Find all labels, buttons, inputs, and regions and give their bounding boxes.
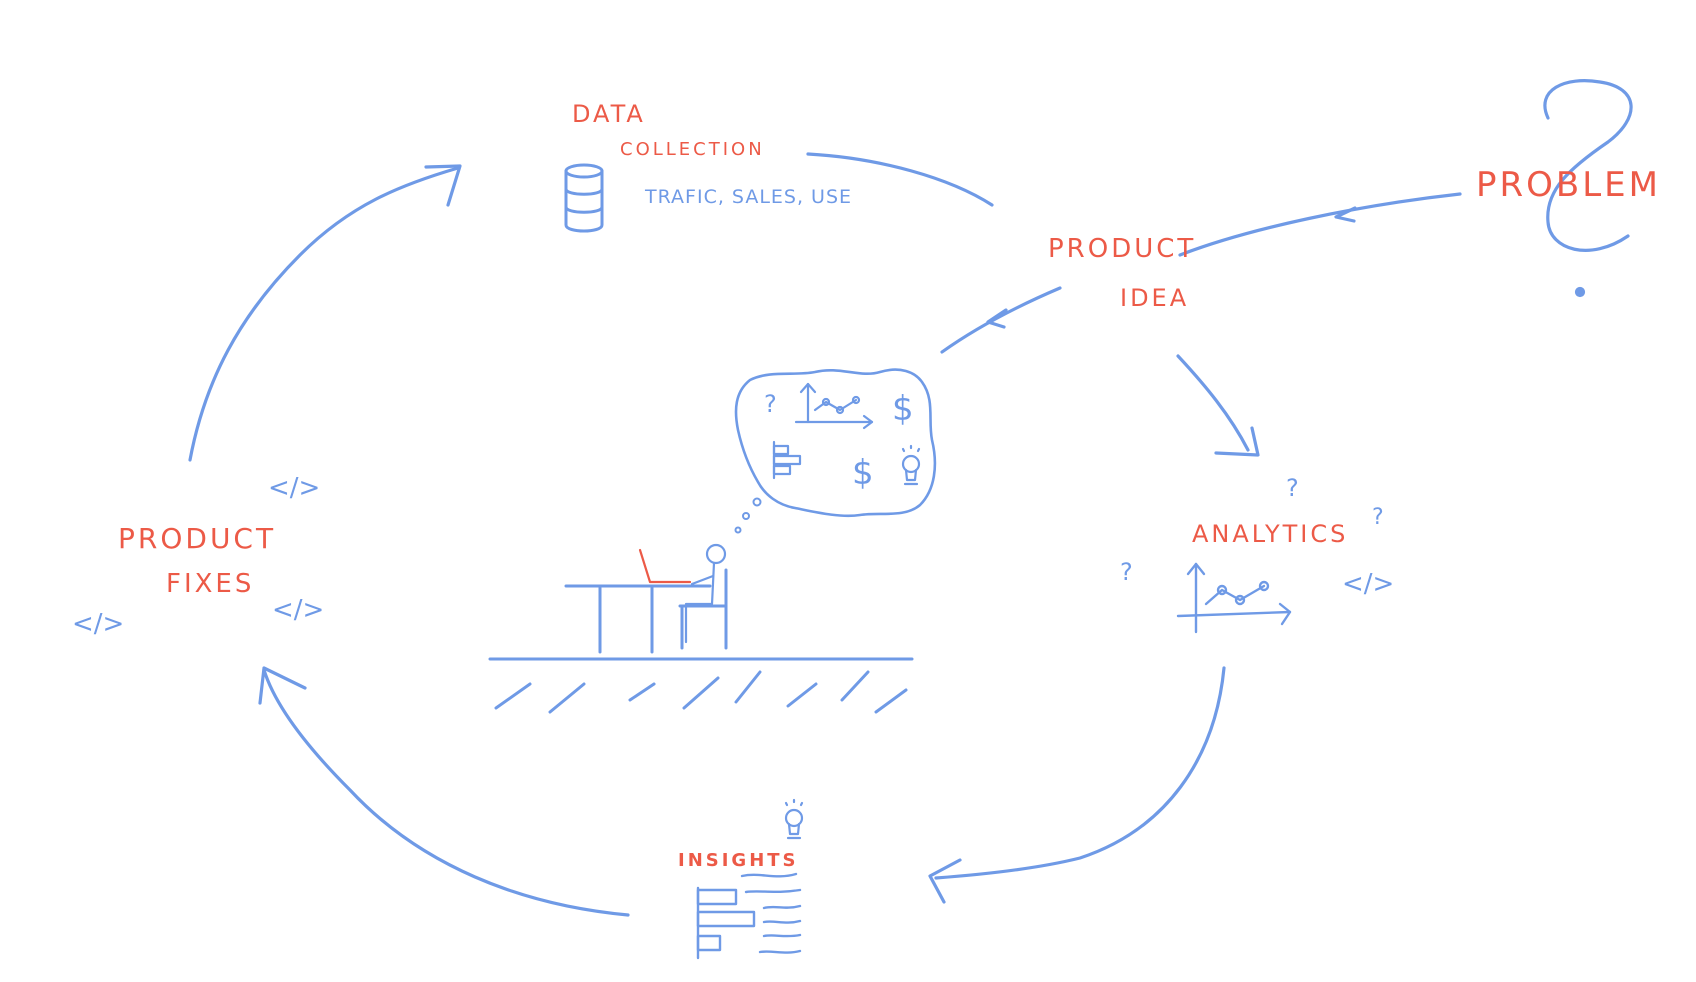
arrowhead-fixes-to-data xyxy=(424,164,462,207)
analytics-code-icon: </> xyxy=(1342,569,1394,599)
insights-node: INSIGHTS xyxy=(678,798,804,960)
data-collection-title-line2: COLLECTION xyxy=(620,139,765,160)
insights-label: INSIGHTS xyxy=(678,850,799,871)
cloud-lightbulb-icon xyxy=(901,444,921,486)
data-collection-subtitle: TRAFIC, SALES, USE xyxy=(644,186,852,208)
arrowhead-analytics-to-insights xyxy=(928,858,962,904)
cycle-arrows xyxy=(188,152,1462,917)
analytics-question-mark-1: ? xyxy=(1286,474,1299,502)
analytics-question-mark-2: ? xyxy=(1372,505,1384,530)
arrow-fixes-to-data xyxy=(188,166,460,462)
arrowhead-idea-to-analytics xyxy=(1214,426,1260,457)
arrow-idea-to-analytics xyxy=(1176,354,1250,452)
problem-node: PROBLEM xyxy=(1476,79,1661,298)
cloud-dollar-sign-2: $ xyxy=(852,453,874,493)
arrow-idea-to-cloud xyxy=(940,286,1062,354)
thought-bubbles xyxy=(734,497,762,534)
arrowhead-insights-to-fixes xyxy=(258,666,307,705)
data-collection-node: DATA COLLECTION TRAFIC, SALES, USE xyxy=(564,100,852,233)
product-fixes-title-line2: FIXES xyxy=(166,569,254,599)
cloud-dollar-sign-1: $ xyxy=(892,389,914,429)
question-mark-icon xyxy=(1543,79,1633,298)
arrowhead-problem-to-idea xyxy=(1334,206,1357,223)
problem-label: PROBLEM xyxy=(1476,165,1661,205)
fixes-code-icon-3: </> xyxy=(72,609,124,639)
analytics-node: ANALYTICS ? ? ? </> xyxy=(1120,474,1394,634)
fixes-code-icon-2: </> xyxy=(272,595,324,625)
person-figure xyxy=(684,543,727,644)
insights-report-icon xyxy=(696,872,802,960)
product-idea-title-line1: PRODUCT xyxy=(1048,234,1196,264)
product-fixes-title-line1: PRODUCT xyxy=(118,522,276,555)
analytics-line-chart-icon xyxy=(1176,562,1292,634)
floor xyxy=(488,657,914,714)
cloud-question-mark: ? xyxy=(764,390,777,418)
desk xyxy=(564,584,712,654)
product-fixes-node: PRODUCT FIXES </> </> </> xyxy=(72,473,324,639)
analytics-question-mark-3: ? xyxy=(1120,558,1133,586)
thinking-person-scene: ? $ $ xyxy=(488,368,937,714)
arrow-insights-to-fixes xyxy=(262,668,630,917)
insights-lightbulb-icon xyxy=(784,798,804,840)
arrow-problem-to-idea xyxy=(1178,192,1462,257)
database-icon xyxy=(564,163,604,233)
cloud-line-chart-icon xyxy=(794,382,874,430)
laptop-icon xyxy=(638,548,692,584)
data-collection-title-line1: DATA xyxy=(572,100,646,128)
arrow-analytics-to-insights xyxy=(934,666,1226,880)
cloud-bar-chart-icon xyxy=(772,440,802,480)
arrowhead-idea-to-cloud xyxy=(986,308,1008,329)
arc-idea-to-data xyxy=(806,152,994,207)
thought-cloud xyxy=(734,368,937,518)
product-idea-title-line2: IDEA xyxy=(1120,284,1189,312)
product-idea-node: PRODUCT IDEA xyxy=(1048,234,1196,312)
fixes-code-icon-1: </> xyxy=(268,473,320,503)
analytics-label: ANALYTICS xyxy=(1192,520,1348,548)
chair xyxy=(678,568,728,650)
